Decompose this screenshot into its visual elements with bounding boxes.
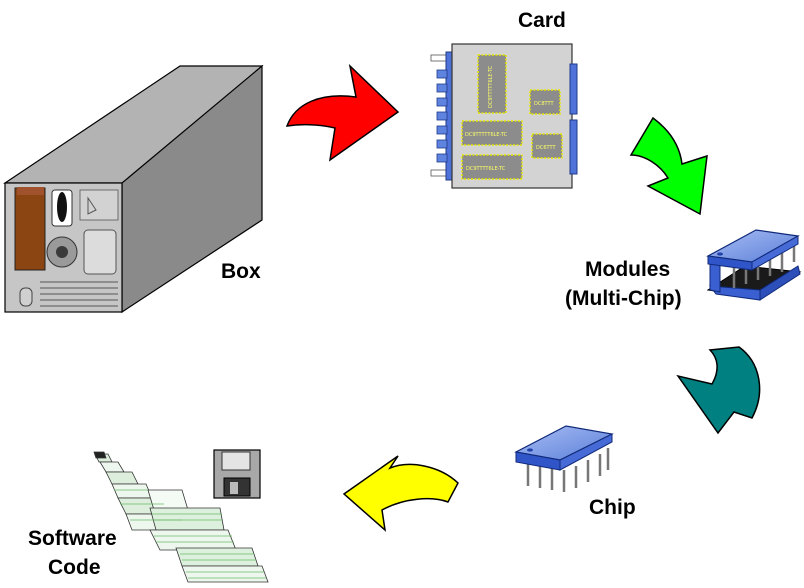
red-arrow bbox=[285, 63, 400, 162]
card-chip-label: DC9TTTTT6LE-TC bbox=[465, 132, 508, 138]
green-arrow bbox=[629, 116, 708, 216]
software-label-line1: Software bbox=[28, 527, 117, 550]
software-label-line2: Code bbox=[48, 556, 101, 579]
yellow-arrow bbox=[342, 455, 459, 532]
circuit-card-icon: DC9TTTTT6LE-TC DC8TTT DC9TTTTT6LE-TC DC6… bbox=[430, 43, 578, 189]
card-chip-label: DC8TTT bbox=[534, 101, 554, 107]
computer-box-icon bbox=[3, 64, 264, 314]
code-listing-icon bbox=[93, 451, 269, 583]
teal-arrow bbox=[676, 346, 761, 435]
chip-label: Chip bbox=[589, 496, 636, 519]
modules-label-line1: Modules bbox=[585, 258, 670, 281]
modules-label-line2: (Multi-Chip) bbox=[565, 287, 682, 310]
multi-chip-module-icon bbox=[706, 229, 802, 301]
floppy-disk-icon bbox=[213, 449, 261, 499]
card-chip-label: DC9TTTT6LE-TC bbox=[466, 166, 506, 172]
card-label: Card bbox=[518, 9, 566, 32]
chip-icon bbox=[514, 425, 614, 492]
box-label: Box bbox=[221, 260, 261, 283]
card-chip-label: DC9TTTTT6LE-TC bbox=[488, 65, 494, 108]
card-chip-label: DC6TTT bbox=[536, 145, 556, 151]
